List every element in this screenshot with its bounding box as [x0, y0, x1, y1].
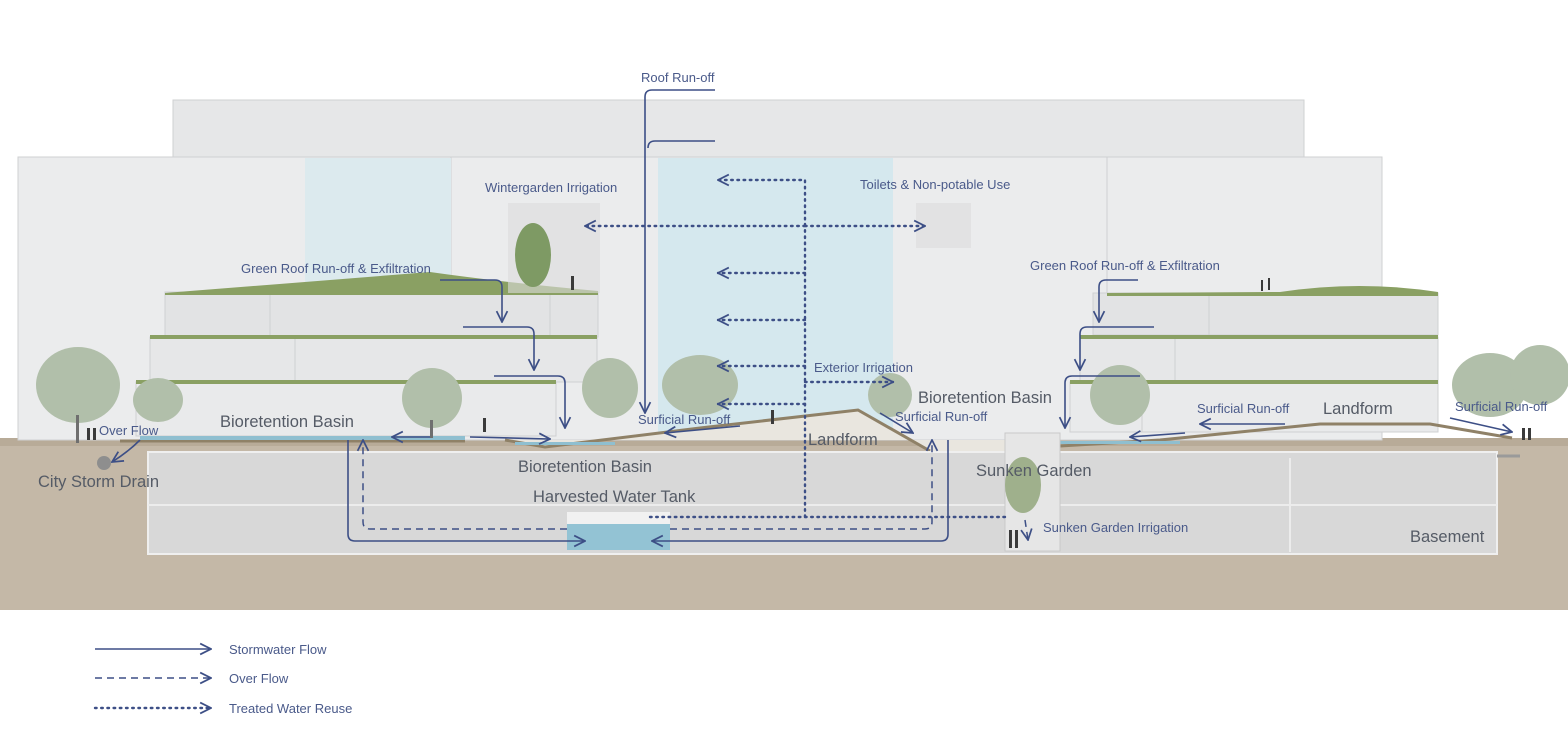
label-wintergarden-irrigation: Wintergarden Irrigation	[485, 180, 617, 195]
label-city-storm-drain: City Storm Drain	[38, 473, 159, 491]
green-roof-left-top	[165, 272, 598, 295]
basement	[147, 451, 1498, 555]
label-surficial-runoff-4: Surficial Run-off	[1455, 399, 1548, 414]
bioretention-water-center	[515, 442, 615, 445]
glass-atrium-left	[305, 158, 451, 288]
people-figures	[87, 276, 1531, 548]
label-landform-center: Landform	[808, 431, 878, 449]
label-toilets: Toilets & Non-potable Use	[860, 177, 1010, 192]
label-over-flow: Over Flow	[99, 423, 159, 438]
terrace-left-upper	[164, 291, 599, 338]
label-surficial-runoff-2: Surficial Run-off	[895, 409, 988, 424]
label-surficial-runoff-3: Surficial Run-off	[1197, 401, 1290, 416]
green-roof-right-low	[1070, 380, 1438, 384]
soil-top-band	[0, 438, 1568, 446]
wintergarden-tree	[515, 223, 551, 287]
storm-drain	[97, 456, 111, 470]
legend-label-stormwater: Stormwater Flow	[229, 642, 327, 657]
terrace-left-mid	[149, 336, 598, 383]
label-surficial-runoff-1: Surficial Run-off	[638, 412, 731, 427]
label-bioretention-center: Bioretention Basin	[518, 458, 652, 476]
overflow-flows	[363, 440, 1028, 540]
label-green-roof-right: Green Roof Run-off & Exfiltration	[1030, 258, 1220, 273]
legend: Stormwater Flow Over Flow Treated Water …	[93, 642, 352, 716]
legend-label-overflow: Over Flow	[229, 671, 289, 686]
label-sunken-garden: Sunken Garden	[976, 462, 1092, 480]
label-harvested-tank: Harvested Water Tank	[533, 488, 696, 506]
label-basement: Basement	[1410, 528, 1485, 546]
green-roof-left-mid	[150, 335, 597, 339]
green-roof-right-top	[1107, 286, 1438, 296]
label-sunken-garden-irrigation: Sunken Garden Irrigation	[1043, 520, 1188, 535]
legend-label-treated: Treated Water Reuse	[229, 701, 352, 716]
label-roof-runoff: Roof Run-off	[641, 70, 715, 85]
water-tank-water	[567, 524, 670, 550]
bioretention-water-right	[1060, 441, 1180, 444]
trees	[36, 345, 1568, 513]
bioretention-water-left	[140, 436, 465, 440]
upper-building-block	[172, 99, 1305, 159]
treated-water-flows	[583, 180, 1007, 519]
label-exterior-irrigation: Exterior Irrigation	[814, 360, 913, 375]
stormwater-flows	[112, 89, 1512, 541]
green-roof-right-mid	[1080, 335, 1438, 339]
green-roof-left-low	[136, 380, 556, 384]
label-bioretention-right: Bioretention Basin	[918, 389, 1052, 407]
label-bioretention-left: Bioretention Basin	[220, 413, 354, 431]
terrace-right-upper	[1092, 292, 1439, 336]
label-landform-right: Landform	[1323, 400, 1393, 418]
label-green-roof-left: Green Roof Run-off & Exfiltration	[241, 261, 431, 276]
landform-center	[505, 410, 1005, 451]
